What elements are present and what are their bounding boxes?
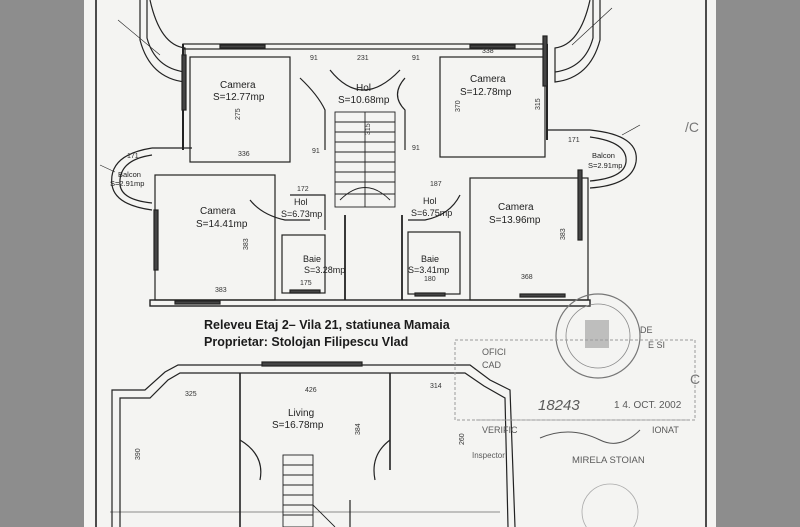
svg-text:VERIFIC: VERIFIC: [482, 425, 518, 435]
staircase-upper: [334, 111, 396, 208]
lower-outer-wall: [111, 364, 516, 527]
registration-number: 18243: [538, 397, 580, 414]
official-stamp: OFICI CAD DE E SI 18243 1 4. OCT. 2002 V…: [454, 293, 696, 527]
svg-text:CAD: CAD: [482, 360, 502, 370]
svg-text:OFICI: OFICI: [482, 347, 506, 357]
room-camera-bottom-left: [154, 174, 276, 301]
room-area: S=16.78mp: [272, 420, 324, 431]
room-name: Living: [288, 408, 314, 419]
seal-emblem: [585, 320, 609, 348]
room-name: Hol: [356, 83, 371, 94]
dimension-label: 384: [355, 423, 362, 435]
dimension-label: 180: [424, 276, 436, 283]
room-area: S=2.91mp: [588, 161, 622, 170]
drawing-owner: Proprietar: Stolojan Filipescu Vlad: [204, 335, 408, 349]
room-name: Camera: [470, 74, 506, 85]
svg-text:IONAT: IONAT: [652, 425, 679, 435]
signature: [539, 429, 641, 444]
room-name: Hol: [423, 196, 437, 206]
dimension-label: 315: [365, 123, 372, 135]
inspector-name: MIRELA STOIAN: [572, 455, 645, 466]
dimension-label: 315: [535, 98, 542, 110]
room-area: S=6.75mp: [411, 208, 452, 218]
dimension-label: 314: [430, 383, 442, 390]
room-name: Camera: [220, 80, 256, 91]
room-name: Camera: [200, 206, 236, 217]
round-seal: [555, 293, 641, 379]
dimension-label: 368: [521, 274, 533, 281]
upper-dimensions: 91 231 91 338 275 370 315 91 336 91 171 …: [127, 48, 580, 294]
dimension-label: 390: [135, 448, 142, 460]
staircase-lower: [282, 454, 336, 527]
room-area: S=6.73mp: [281, 209, 322, 219]
dimension-label: 275: [235, 108, 242, 120]
dimension-label: 383: [560, 228, 567, 240]
dimension-label: 171: [568, 137, 580, 144]
stamp-date: 1 4. OCT. 2002: [614, 400, 682, 411]
room-name: Camera: [498, 202, 534, 213]
dimension-label: 383: [243, 238, 250, 250]
room-name: Balcon: [118, 170, 141, 179]
room-camera-top-left: [189, 56, 291, 163]
room-area: S=14.41mp: [196, 219, 248, 230]
room-area: S=10.68mp: [338, 95, 390, 106]
room-area: S=12.77mp: [213, 92, 265, 103]
dimension-label: 325: [185, 391, 197, 398]
upper-room-labels: Camera S=12.77mp Hol S=10.68mp Camera S=…: [110, 74, 622, 275]
dimension-label: 426: [305, 387, 317, 394]
lower-floor-plan: [110, 361, 516, 527]
hol-arch: [329, 69, 401, 91]
floor-plan-sheet: [84, 0, 716, 527]
room-name: Baie: [303, 254, 321, 264]
room-name: Hol: [294, 197, 308, 207]
dimension-label: 172: [297, 186, 309, 193]
room-camera-top-right: [439, 56, 546, 158]
dimension-label: 171: [127, 153, 139, 160]
margin-mark: C: [690, 371, 700, 387]
room-camera-bottom-right: [469, 177, 589, 301]
inspector-label: Inspector: [472, 451, 505, 460]
room-area: S=2.91mp: [110, 179, 144, 188]
room-area: S=3.41mp: [408, 265, 449, 275]
room-area: S=3.28mp: [304, 265, 345, 275]
room-area: S=12.78mp: [460, 87, 512, 98]
dimension-label: 383: [215, 287, 227, 294]
dimension-label: 91: [310, 55, 318, 62]
room-name: Balcon: [592, 151, 615, 160]
dimension-label: 91: [312, 148, 320, 155]
round-seal-bottom: [581, 483, 639, 527]
upper-floor-plan: [99, 0, 641, 307]
dimension-label: 175: [300, 280, 312, 287]
balcony-left: [111, 147, 153, 211]
dimension-label: 231: [357, 55, 369, 62]
dimension-label: 336: [238, 151, 250, 158]
room-area: S=13.96mp: [489, 215, 541, 226]
margin-mark: /C: [685, 119, 699, 135]
lower-room-labels: Living S=16.78mp 325 426 314 390 384 260: [135, 383, 466, 460]
balcony-right: [589, 129, 637, 189]
dimension-label: 370: [455, 100, 462, 112]
drawing-title: Releveu Etaj 2– Vila 21, statiunea Mamai…: [204, 318, 451, 332]
svg-text:E SI: E SI: [648, 340, 665, 350]
svg-text:DE: DE: [640, 325, 653, 335]
dimension-label: 338: [482, 48, 494, 55]
dimension-label: 91: [412, 145, 420, 152]
room-name: Baie: [421, 254, 439, 264]
dimension-label: 91: [412, 55, 420, 62]
dimension-label: 260: [459, 433, 466, 445]
dimension-label: 187: [430, 181, 442, 188]
turret-top-right: [554, 0, 601, 83]
